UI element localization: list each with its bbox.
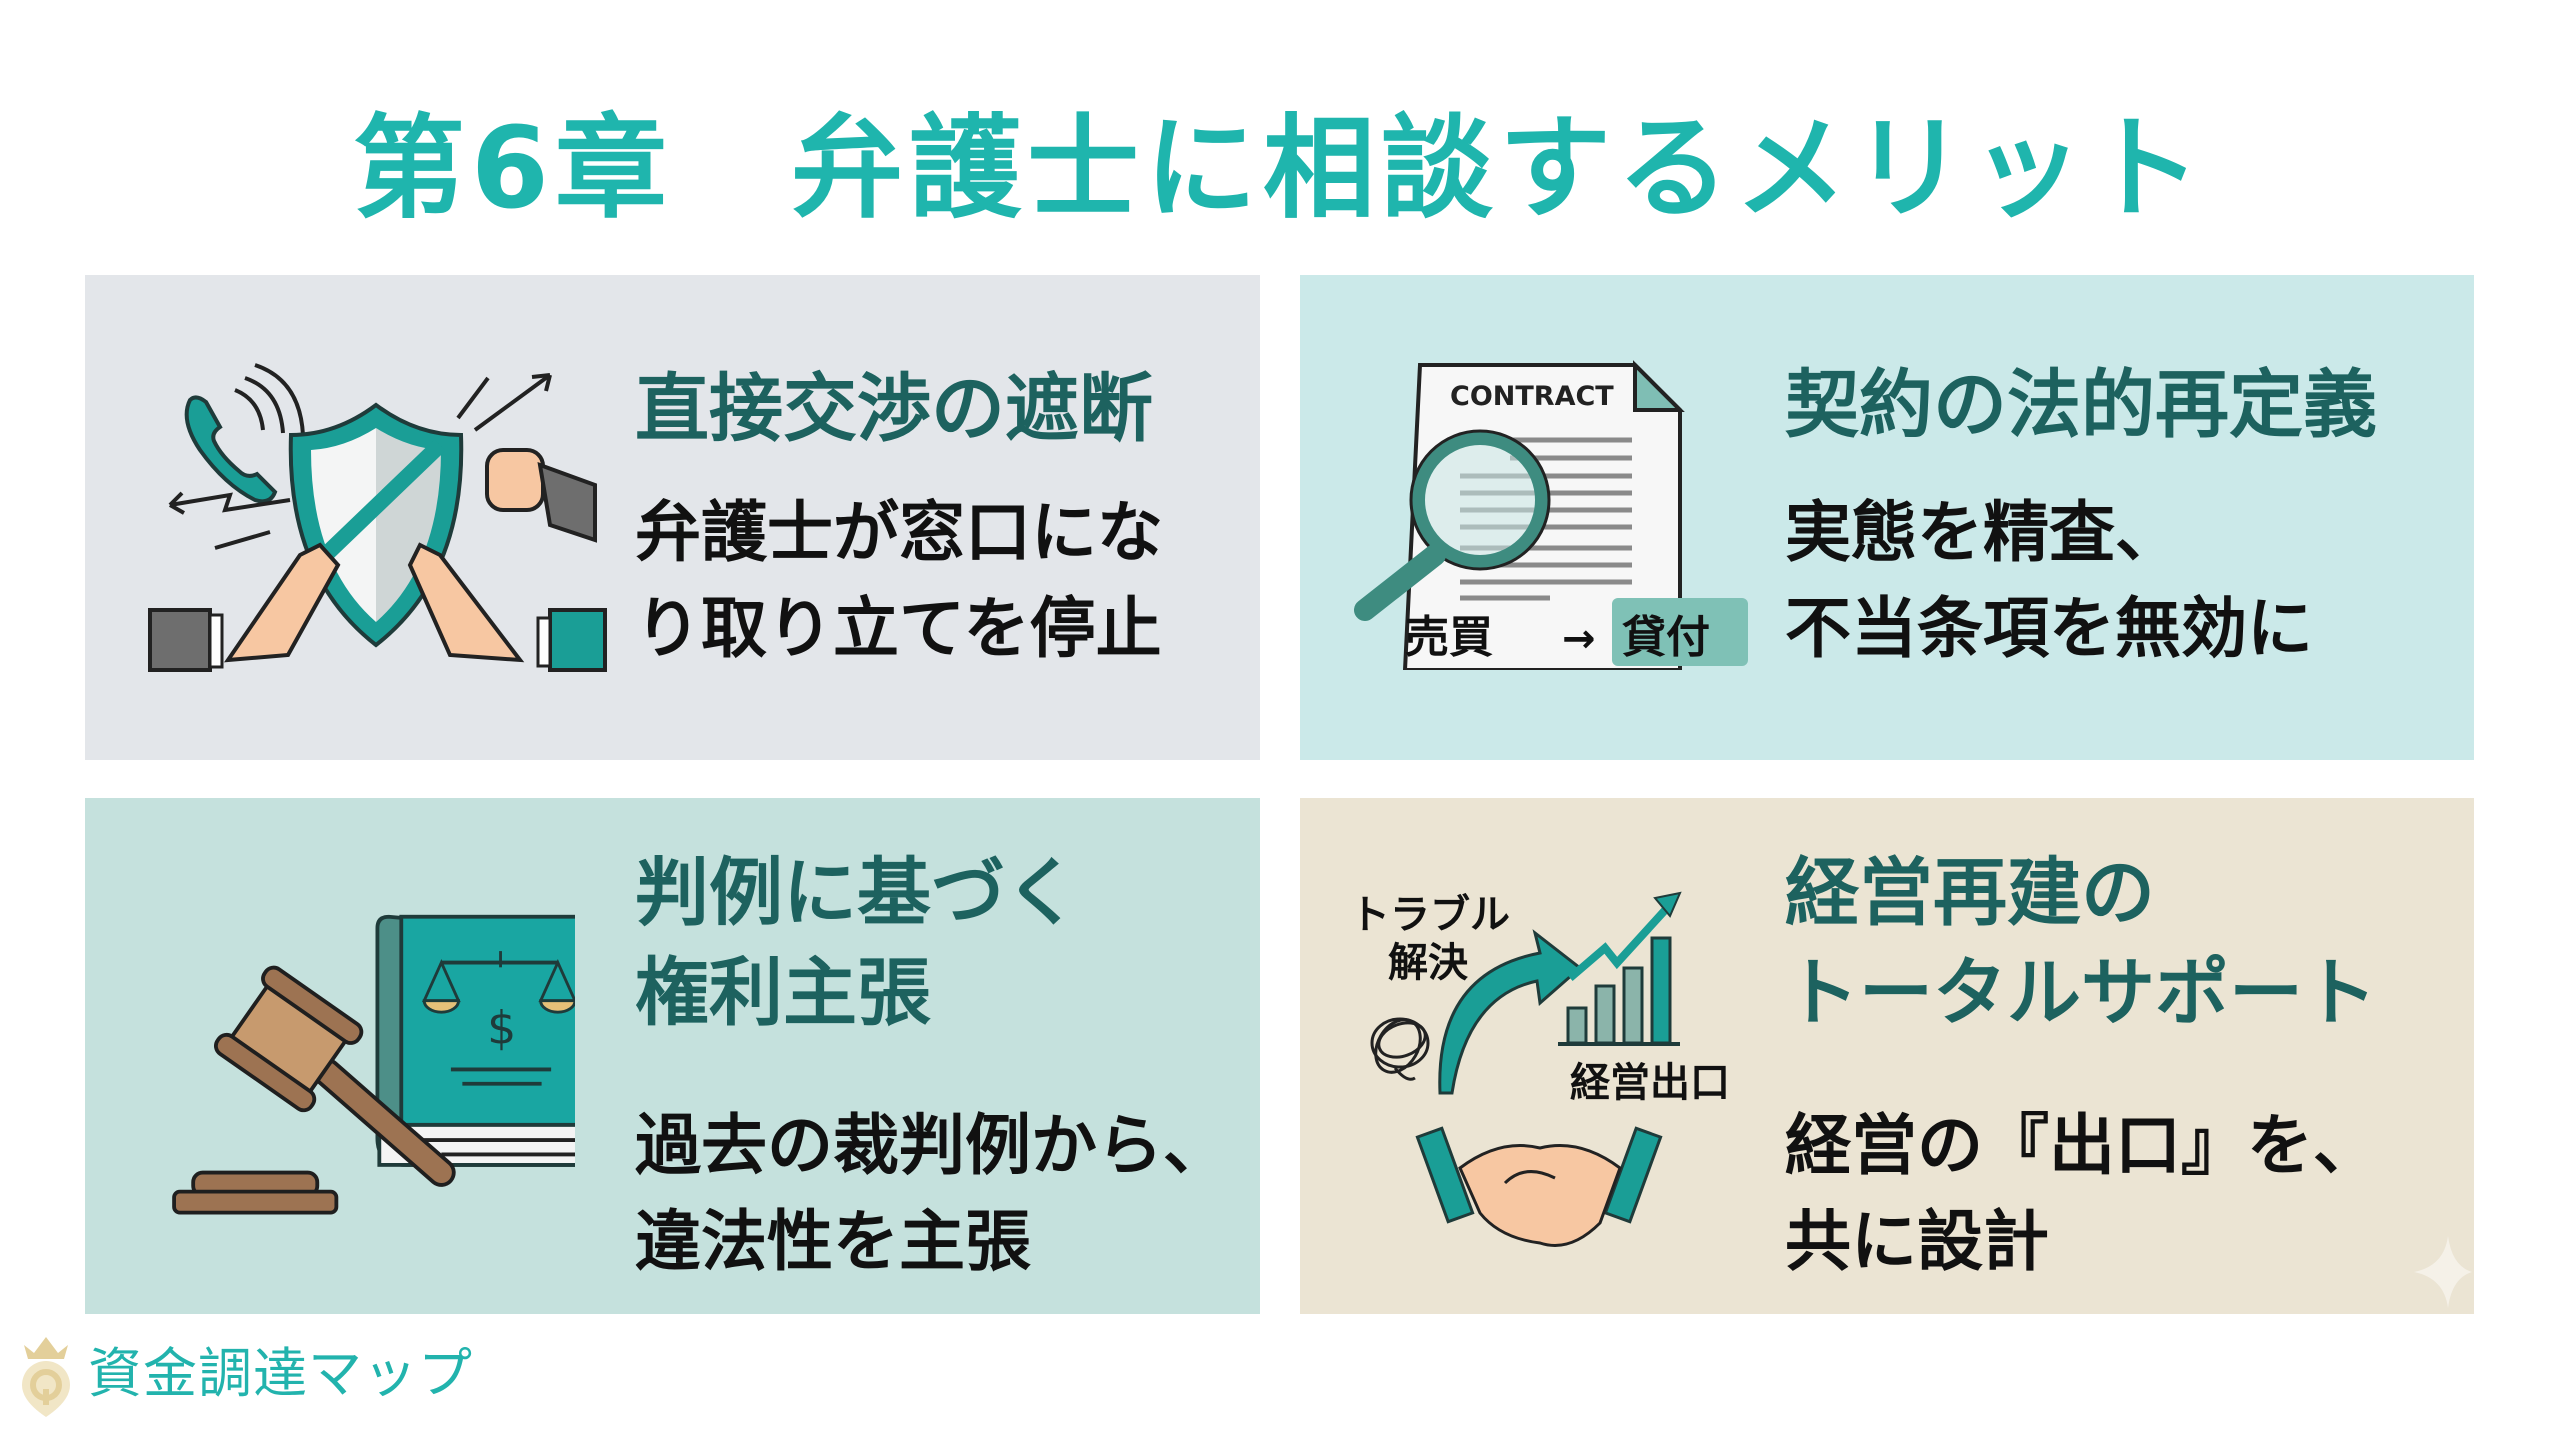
card-description: 弁護士が窓口にな り取り立てを停止 bbox=[635, 494, 1163, 667]
crown-location-pin-icon bbox=[22, 1337, 70, 1417]
card-description: 過去の裁判例から、 違法性を主張 bbox=[635, 1107, 1229, 1280]
slide-title: 第6章 弁護士に相談するメリット bbox=[353, 104, 2207, 234]
contract-magnifier-icon: CONTRACT 売買 → 貸付 bbox=[1354, 360, 1748, 670]
card-description: 経営の『出口』を、 共に設計 bbox=[1785, 1107, 2379, 1280]
card-direct-negotiation-block: 直接交渉の遮断 弁護士が窓口にな り取り立てを停止 bbox=[85, 275, 1260, 760]
card-heading: 契約の法的再定義 bbox=[1785, 362, 2377, 448]
card-precedent-rights: $ 判例に基づく 権利主張 過去の裁判例から、 違法性を主張 bbox=[85, 798, 1260, 1314]
card-business-rebuilding: トラブル 解決 経営出口 経営再建の トータルサポート 経営の『出口』を、 共に… bbox=[1300, 798, 2474, 1314]
svg-text:経営出口: 経営出口 bbox=[1570, 1060, 1730, 1106]
svg-text:CONTRACT: CONTRACT bbox=[1450, 381, 1614, 412]
svg-text:$: $ bbox=[487, 1001, 516, 1055]
svg-text:貸付: 貸付 bbox=[1622, 612, 1710, 663]
svg-text:解決: 解決 bbox=[1388, 940, 1468, 986]
gavel-law-book-icon: $ bbox=[172, 914, 575, 1215]
card-heading: 直接交渉の遮断 bbox=[635, 366, 1153, 452]
card-heading: 判例に基づく 権利主張 bbox=[635, 850, 1079, 1036]
card-description: 実態を精査、 不当条項を無効に bbox=[1785, 494, 2313, 667]
brand-footer: 資金調達マップ bbox=[18, 1318, 473, 1418]
card-contract-redefinition: CONTRACT 売買 → 貸付 契約の法的再定義 実態を精査、 不当条項を無効… bbox=[1300, 275, 2474, 760]
growth-chart-handshake-icon: トラブル 解決 経営出口 bbox=[1350, 891, 1730, 1247]
card-heading: 経営再建の トータルサポート bbox=[1785, 850, 2377, 1036]
sparkle-icon bbox=[2414, 1236, 2472, 1308]
svg-text:売買: 売買 bbox=[1405, 612, 1493, 663]
svg-text:→: → bbox=[1562, 616, 1596, 662]
shield-blocking-hands-icon bbox=[148, 363, 607, 672]
brand-name[interactable]: 資金調達マップ bbox=[88, 1341, 473, 1405]
svg-text:トラブル: トラブル bbox=[1350, 892, 1510, 938]
